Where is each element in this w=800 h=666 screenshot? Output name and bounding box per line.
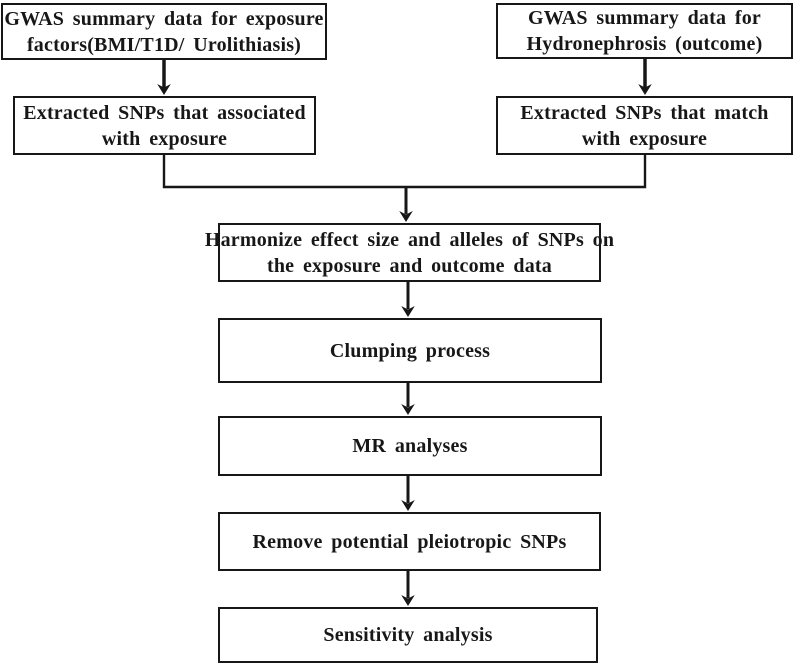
box-gwas-exposure-data: GWAS summary data for exposure factors(B… <box>1 3 327 60</box>
box-text-line: GWAS summary data for exposure <box>4 7 324 30</box>
box-text-line: Extracted SNPs that associated <box>23 101 306 124</box>
arrow-exposure-gwas-to-extracted <box>157 60 171 95</box>
box-text-line: GWAS summary data for <box>527 7 762 29</box>
arrow-clumping-to-mr <box>401 383 415 415</box>
box-text-line: Hydronephrosis (outcome) <box>526 33 763 55</box>
box-extracted-snps-exposure: Extracted SNPs that associated with expo… <box>13 96 316 155</box>
arrow-outcome-gwas-to-extracted <box>638 59 652 95</box>
box-text-line: factors(BMI/T1D/ Urolithiasis) <box>26 33 302 56</box>
box-text-line: MR analyses <box>352 435 468 457</box>
arrow-mr-to-remove <box>401 476 415 511</box>
box-sensitivity-analysis: Sensitivity analysis <box>218 607 598 663</box>
box-text-line: the exposure and outcome data <box>267 254 552 277</box>
box-text-line: with exposure <box>101 127 228 150</box>
box-extracted-snps-outcome: Extracted SNPs that match with exposure <box>496 96 793 155</box>
arrow-harmonize-to-clumping <box>401 282 415 317</box>
box-text-line: Remove potential pleiotropic SNPs <box>252 530 567 553</box>
box-text-line: Sensitivity analysis <box>323 624 493 646</box>
box-mr-analyses: MR analyses <box>218 416 602 476</box>
box-clumping-process: Clumping process <box>218 318 602 383</box>
box-gwas-outcome-data: GWAS summary data for Hydronephrosis (ou… <box>496 3 793 59</box>
arrow-merge-to-harmonize <box>399 187 413 222</box>
arrow-remove-to-sensitivity <box>401 571 415 606</box>
box-text-line: Clumping process <box>329 339 491 362</box>
box-text-line: with exposure <box>581 127 708 150</box>
box-text-line: Extracted SNPs that match <box>520 101 769 124</box>
merge-connector <box>162 155 647 189</box>
box-text-line: Harmonize effect size and alleles of SNP… <box>204 228 615 251</box>
box-harmonize: Harmonize effect size and alleles of SNP… <box>205 223 614 282</box>
box-remove-pleiotropic-snps: Remove potential pleiotropic SNPs <box>218 512 601 571</box>
